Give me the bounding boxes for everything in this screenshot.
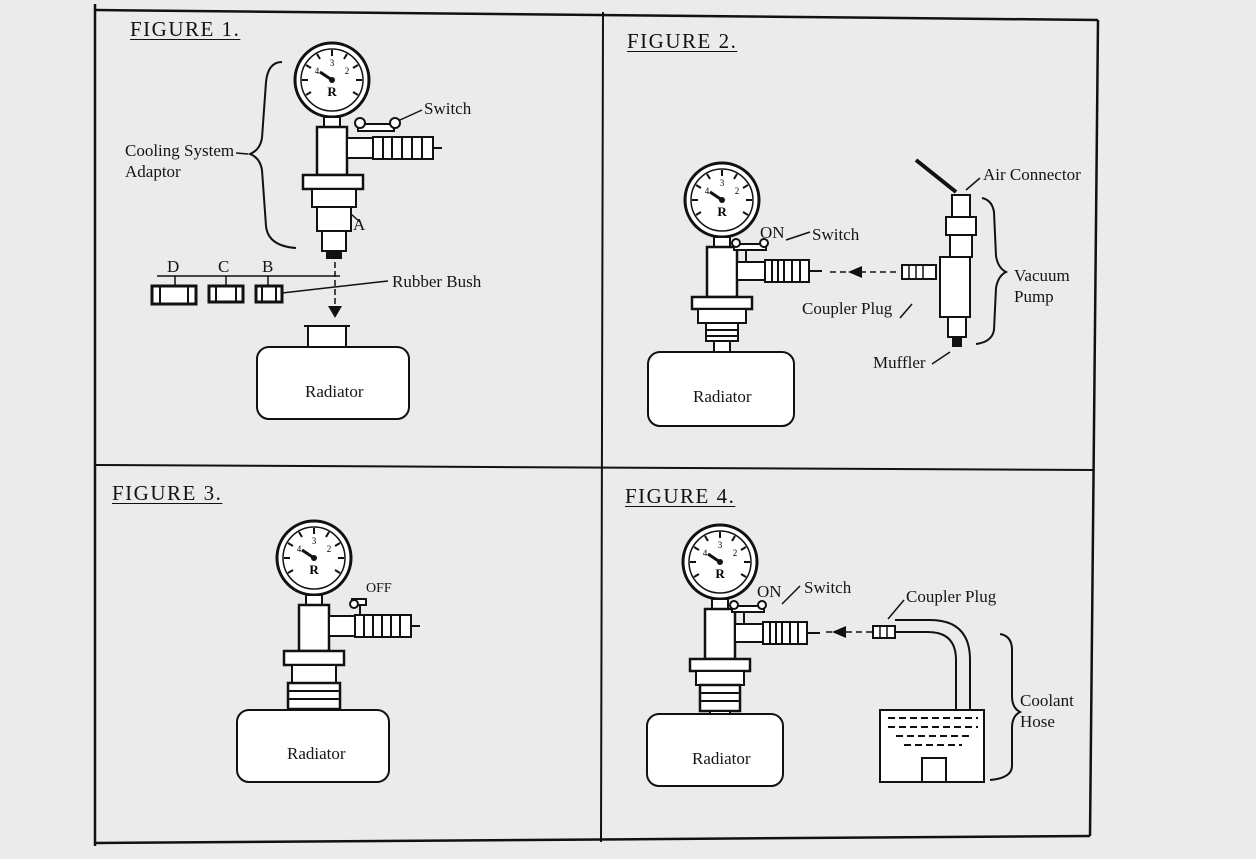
switch-label: Switch xyxy=(804,578,852,597)
off-label: OFF xyxy=(366,581,392,596)
point-a-label: A xyxy=(353,215,366,234)
on-label: ON xyxy=(760,223,785,242)
hose-label: Hose xyxy=(1020,712,1055,731)
figure-2-title: FIGURE 2. xyxy=(627,29,738,53)
pump-label: Pump xyxy=(1014,287,1054,306)
vacuum-label: Vacuum xyxy=(1014,266,1070,285)
bush-b-label: B xyxy=(262,257,274,276)
radiator-label: Radiator xyxy=(692,749,751,768)
radiator-label: Radiator xyxy=(693,387,752,406)
coolant-label: Coolant xyxy=(1020,691,1074,710)
adaptor-label-line1: Cooling System xyxy=(125,141,235,160)
figure-1-title: FIGURE 1. xyxy=(130,17,241,41)
figure-3-title: FIGURE 3. xyxy=(112,481,223,505)
bush-c-label: C xyxy=(218,257,230,276)
adaptor-label-line2: Adaptor xyxy=(125,162,181,181)
muffler-label: Muffler xyxy=(873,353,926,372)
coupler-plug-label: Coupler Plug xyxy=(802,299,893,318)
air-connector-label: Air Connector xyxy=(983,165,1081,184)
radiator-label: Radiator xyxy=(305,382,364,401)
coupler-plug-label: Coupler Plug xyxy=(906,587,997,606)
bush-d-label: D xyxy=(167,257,180,276)
figure-4-title: FIGURE 4. xyxy=(625,484,736,508)
on-label: ON xyxy=(757,582,782,601)
rubber-bush-label: Rubber Bush xyxy=(392,272,482,291)
switch-label: Switch xyxy=(424,99,472,118)
switch-label: Switch xyxy=(812,225,860,244)
radiator-label: Radiator xyxy=(287,744,346,763)
